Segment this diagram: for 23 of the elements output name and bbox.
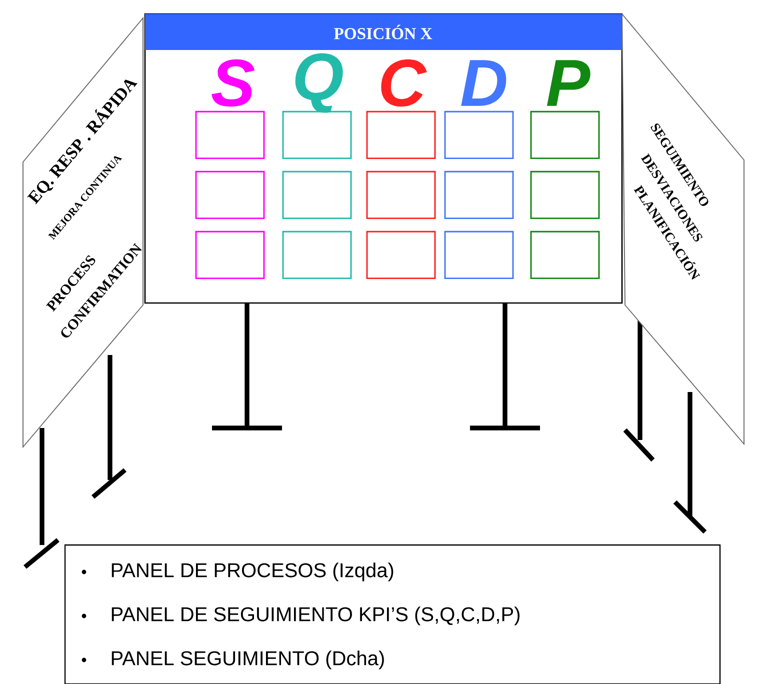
kpi-box [195,110,265,160]
column-letter: S [212,59,255,107]
kpi-box [366,110,436,160]
kpi-box [195,230,265,280]
kpi-box [530,230,600,280]
column-letter: Q [295,53,343,113]
kpi-box [530,110,600,160]
kpi-box [366,170,436,220]
kpi-box [366,230,436,280]
list-item: PANEL DE SEGUIMIENTO KPI’S (S,Q,C,D,P) [112,606,520,626]
column-letter: C [381,59,427,107]
kpi-box [282,230,352,280]
kpi-box [444,230,514,280]
kpi-box [444,170,514,220]
column-letter: P [546,60,590,106]
panel-title: POSICIÓN X [334,24,432,40]
kpi-box [282,170,352,220]
kpi-box [530,170,600,220]
kpi-box [195,170,265,220]
list-item: PANEL SEGUIMIENTO (Dcha) [112,650,384,670]
column-letter: D [461,60,506,106]
list-item: PANEL DE PROCESOS (Izqda) [112,562,394,582]
kpi-box [444,110,514,160]
